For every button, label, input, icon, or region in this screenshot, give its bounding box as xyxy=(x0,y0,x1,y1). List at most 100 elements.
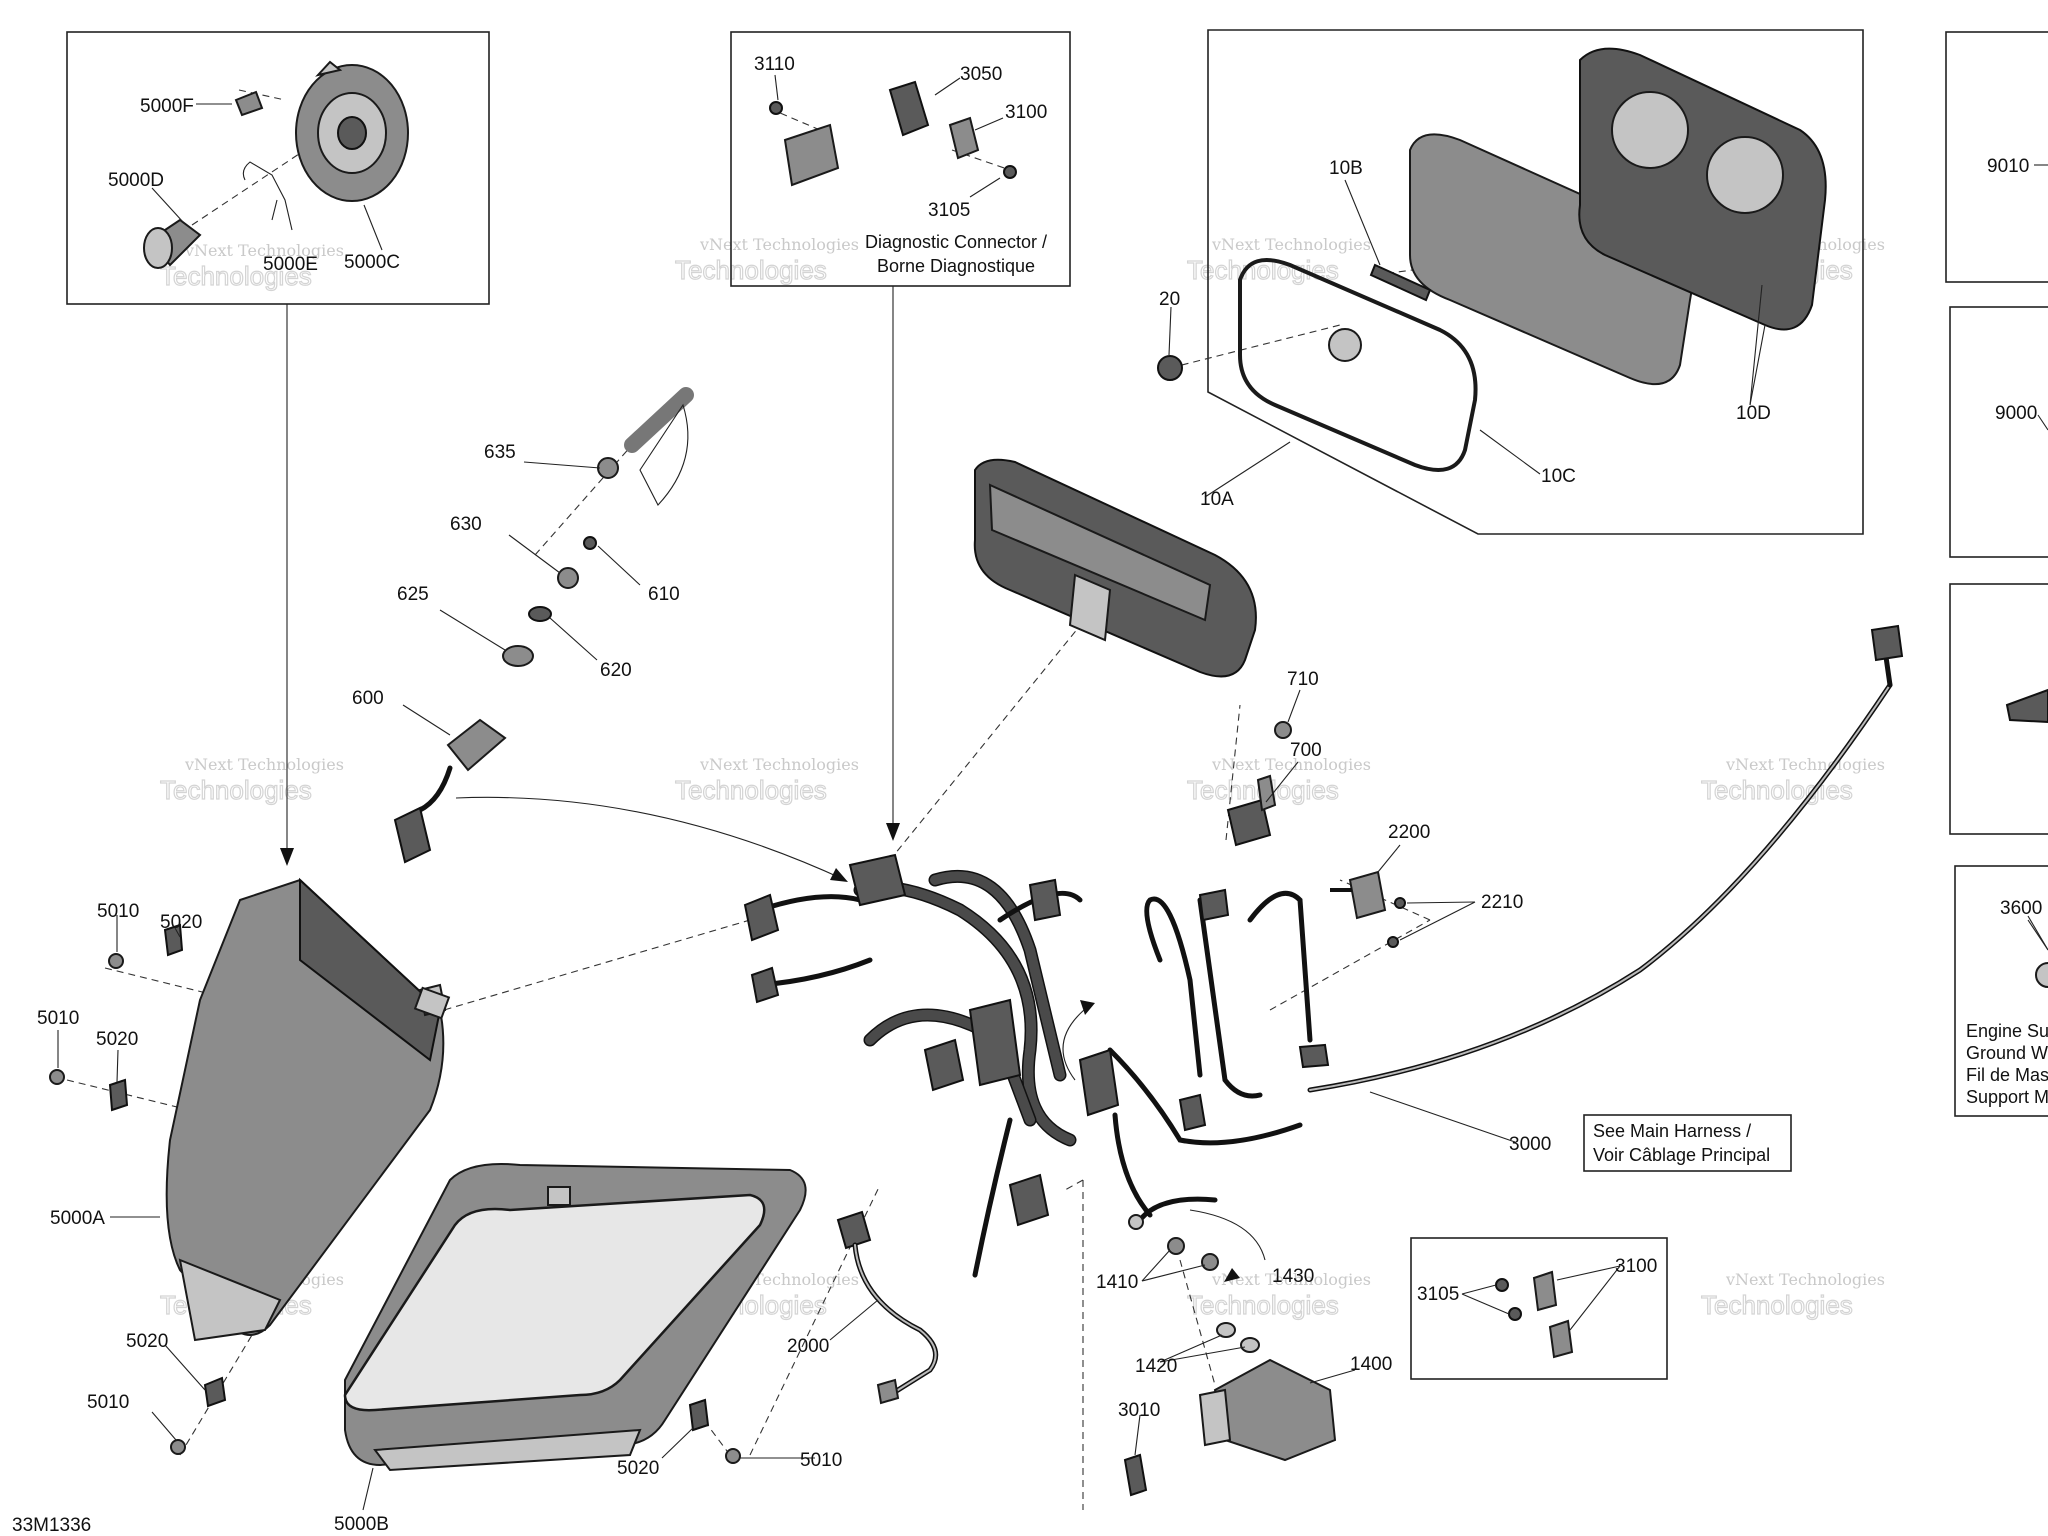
instrument-cluster-10A xyxy=(973,458,1257,678)
inset-ground-stud xyxy=(1949,583,2048,835)
watermark-text: Technologies xyxy=(1701,775,1853,805)
engine-ground-note-line1: Engine Su xyxy=(1966,1021,2048,1041)
diagnostic-connector-parts xyxy=(769,80,1017,187)
screw-5010-c xyxy=(170,1439,186,1455)
label-3100: 3100 xyxy=(1615,1256,1657,1277)
label-3100: 3100 xyxy=(1005,102,1047,123)
inset-9010 xyxy=(1945,31,2048,283)
label-625: 625 xyxy=(397,584,429,605)
headlamp-wiring-harness xyxy=(743,624,1904,1278)
gauge-bezel-10C xyxy=(1238,258,1478,472)
pointer-arrows xyxy=(280,286,1266,1282)
label-9010: 9010 xyxy=(1987,156,2029,177)
label-1410: 1410 xyxy=(1096,1272,1138,1293)
watermark-text: vNext Technologies xyxy=(699,755,859,774)
screw-5010-b xyxy=(49,1069,65,1085)
relay-700 xyxy=(1226,721,1292,847)
ground-stud-2200 xyxy=(1330,870,1406,948)
label-3110: 3110 xyxy=(754,54,795,75)
label-9000: 9000 xyxy=(1995,403,2037,424)
connector-3050 xyxy=(888,80,930,137)
label-1400: 1400 xyxy=(1350,1354,1392,1375)
watermark-text: vNext Technologies xyxy=(1211,1270,1371,1289)
label-700: 700 xyxy=(1290,740,1322,761)
label-5000D: 5000D xyxy=(108,170,164,191)
engine-ground-note-line2: Ground W xyxy=(1966,1043,2048,1063)
label-610: 610 xyxy=(648,584,680,605)
headlight-5000A xyxy=(49,877,451,1455)
watermark-text: vNext Technologies xyxy=(699,235,859,254)
bulb-710 xyxy=(1274,721,1292,739)
label-5020: 5020 xyxy=(96,1029,138,1050)
inset-9000 xyxy=(1949,306,2048,558)
relay-bracket-parts xyxy=(1495,1270,1574,1359)
main-harness-note-box xyxy=(1583,1114,1792,1172)
label-20: 20 xyxy=(1159,289,1180,310)
label-2200: 2200 xyxy=(1388,822,1430,843)
bolt-10B xyxy=(1369,263,1432,302)
main-harness-note-line2: Voir Câblage Principal xyxy=(1593,1145,1770,1165)
label-5010: 5010 xyxy=(800,1450,842,1471)
headlight-bulb-inset xyxy=(66,31,490,305)
diagnostic-connector-inset xyxy=(730,31,1071,287)
main-harness-note-line1: See Main Harness / xyxy=(1593,1121,1751,1141)
relay-bracket-inset xyxy=(1410,1237,1668,1380)
watermark-text: vNext Technologies xyxy=(184,241,344,260)
watermark-text: vNext Technologies xyxy=(184,755,344,774)
label-5020: 5020 xyxy=(617,1458,659,1479)
diagnostic-note-line1: Diagnostic Connector / xyxy=(865,232,1047,252)
label-3010: 3010 xyxy=(1118,1400,1160,1421)
label-1430: 1430 xyxy=(1272,1266,1314,1287)
part-labels: 5000F 5000D 5000E 5000C 3110 3050 3100 3… xyxy=(12,54,2042,1536)
clip-5000F xyxy=(234,90,264,117)
side-inset-parts xyxy=(2005,688,2048,988)
label-5000A: 5000A xyxy=(50,1208,105,1229)
gauge-inset xyxy=(1207,29,1864,535)
regulator-1400 xyxy=(1123,1196,1337,1497)
watermark-text: Technologies xyxy=(1701,1290,1853,1320)
label-3600: 3600 xyxy=(2000,898,2042,919)
grommet-20 xyxy=(1157,355,1183,381)
label-5010: 5010 xyxy=(37,1008,79,1029)
bracket-3100 xyxy=(948,116,980,160)
label-10D: 10D xyxy=(1736,403,1771,424)
label-5010: 5010 xyxy=(87,1392,129,1413)
label-635: 635 xyxy=(484,442,516,463)
watermark-text: vNext Technologies xyxy=(1725,1270,1885,1289)
watermark-text: vNext Technologies xyxy=(1211,755,1371,774)
nut-1410-b xyxy=(1201,1253,1219,1271)
watermark-text: Technologies xyxy=(1187,1290,1339,1320)
clip-5020-b xyxy=(108,1078,129,1112)
spacer-625 xyxy=(502,645,534,667)
headlight-bulb-parts xyxy=(143,60,409,269)
label-2210: 2210 xyxy=(1481,892,1523,913)
connector-3110-housing xyxy=(783,123,840,187)
clip-5020-c xyxy=(203,1376,227,1408)
switch-600 xyxy=(446,718,507,772)
washer-620 xyxy=(528,606,552,622)
sensor-2000 xyxy=(836,1210,939,1405)
label-5000E: 5000E xyxy=(263,254,318,275)
label-1420: 1420 xyxy=(1135,1356,1177,1377)
label-620: 620 xyxy=(600,660,632,681)
label-5000B: 5000B xyxy=(334,1514,389,1535)
label-10C: 10C xyxy=(1541,466,1576,487)
connector-3010 xyxy=(1123,1453,1148,1497)
label-5000F: 5000F xyxy=(140,96,194,117)
label-600: 600 xyxy=(352,688,384,709)
watermark-text: Technologies xyxy=(160,775,312,805)
watermark-text: Technologies xyxy=(675,255,827,285)
nut-630 xyxy=(557,567,579,589)
headlight-5000B xyxy=(343,1163,807,1472)
tether-parts xyxy=(393,387,694,864)
label-3000: 3000 xyxy=(1509,1134,1551,1155)
label-5020: 5020 xyxy=(126,1331,168,1352)
gauge-parts xyxy=(1157,47,1827,472)
label-5020: 5020 xyxy=(160,912,202,933)
label-5000C: 5000C xyxy=(344,252,400,273)
screw-5010-a xyxy=(108,953,124,969)
label-3105: 3105 xyxy=(928,200,970,221)
inset-engine-ground xyxy=(1954,865,2048,1117)
watermark-text: vNext Technologies xyxy=(1211,235,1371,254)
